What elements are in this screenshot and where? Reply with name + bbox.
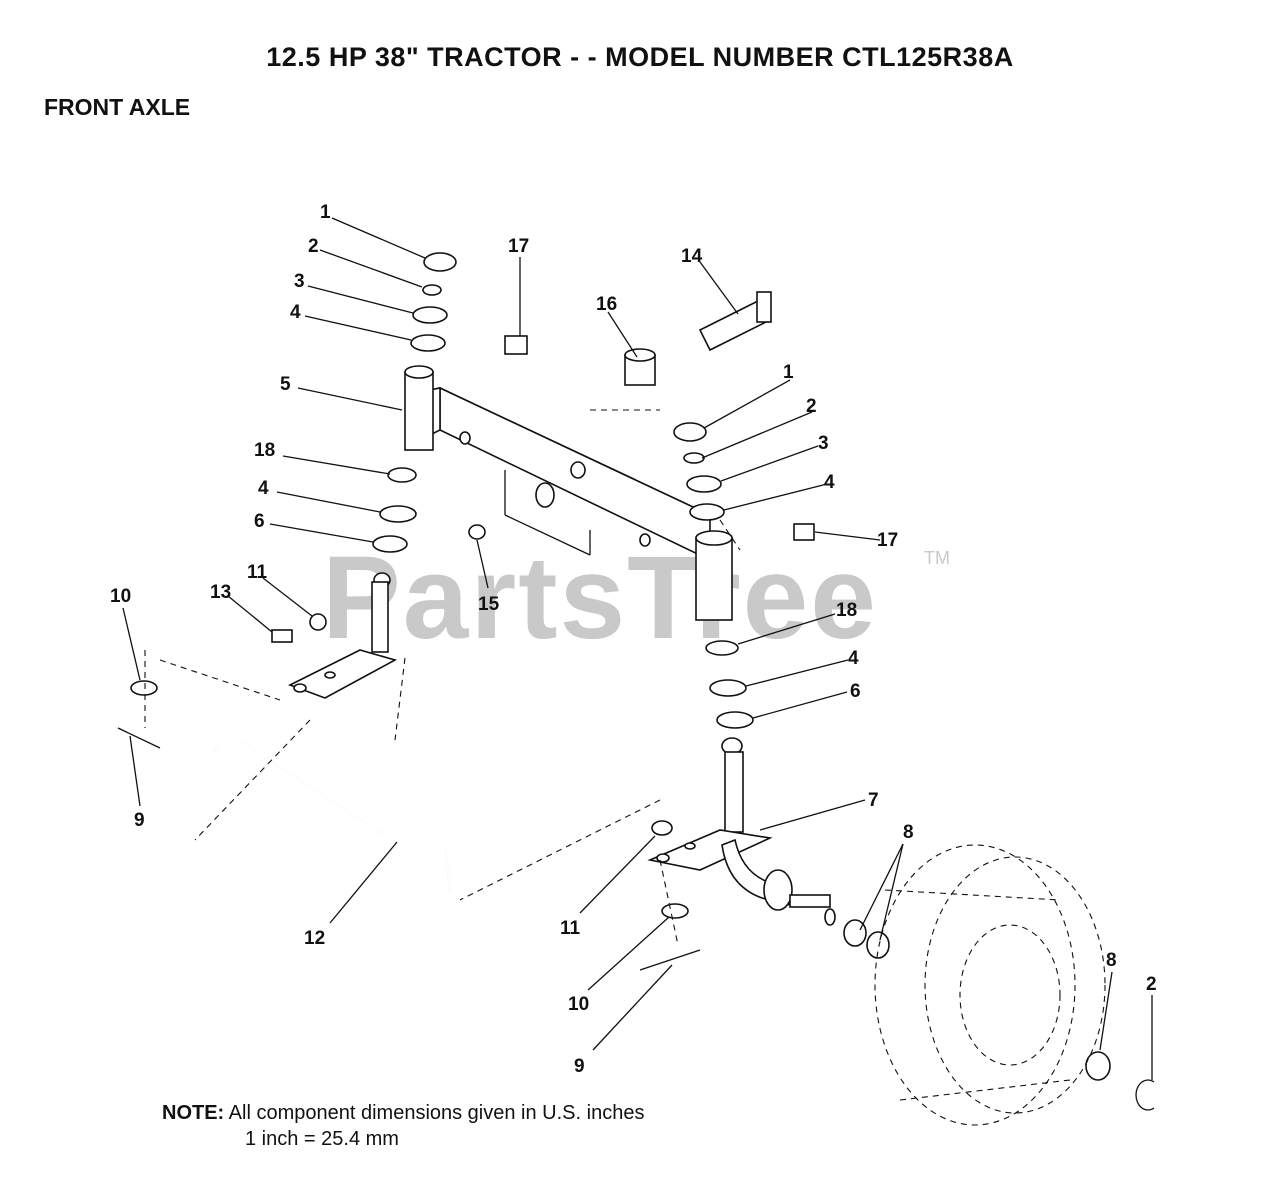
note-line2: 1 inch = 25.4 mm [245, 1128, 399, 1150]
callout-4c: 4 [824, 472, 835, 493]
right-spindle [647, 751, 836, 926]
diagram-title: 12.5 HP 38" TRACTOR - - MODEL NUMBER CTL… [266, 42, 1014, 72]
section-title: FRONT AXLE [44, 94, 191, 120]
callout-4d: 4 [848, 648, 859, 669]
callout-10b: 10 [568, 994, 589, 1015]
axle-beam [417, 386, 713, 562]
callout-13: 13 [210, 582, 231, 603]
callout-11: 11 [247, 562, 268, 583]
reference-lines [144, 409, 741, 946]
callout-17: 17 [508, 236, 529, 257]
tire [874, 844, 1106, 1126]
callout-8: 8 [903, 822, 914, 843]
small-hardware [117, 291, 1155, 1111]
note: NOTE: All component dimensions given in … [162, 1100, 644, 1152]
callout-labels: 1 2 3 4 5 18 4 6 17 14 16 1 2 3 4 17 15 … [110, 202, 1157, 1077]
left-hardware-stack [372, 252, 457, 588]
callout-9b: 9 [574, 1056, 585, 1077]
callout-7: 7 [868, 790, 879, 811]
callout-2: 2 [308, 236, 319, 257]
callout-18: 18 [254, 440, 275, 461]
left-spindle [271, 581, 398, 699]
callout-2b: 2 [806, 396, 817, 417]
callout-4b: 4 [258, 478, 269, 499]
pivot-tube-left [404, 365, 434, 451]
callout-16: 16 [596, 294, 617, 315]
leader-lines [122, 217, 1153, 1080]
callout-1b: 1 [783, 362, 794, 383]
drag-link [214, 733, 451, 891]
pivot-tube-right [695, 530, 733, 621]
watermark: PartsTree [322, 532, 878, 664]
callout-10: 10 [110, 586, 131, 607]
callout-15: 15 [478, 594, 500, 615]
watermark-tm: TM [924, 548, 950, 568]
callout-9: 9 [134, 810, 145, 831]
callout-3b: 3 [818, 433, 829, 454]
callout-4: 4 [290, 302, 301, 323]
callout-18b: 18 [836, 600, 857, 621]
callout-6: 6 [254, 511, 265, 532]
callout-14: 14 [681, 246, 703, 267]
note-line1: All component dimensions given in U.S. i… [228, 1102, 645, 1124]
callout-12: 12 [304, 928, 325, 949]
callout-6b: 6 [850, 681, 861, 702]
callout-2c: 2 [1146, 974, 1157, 995]
callout-11b: 11 [560, 918, 581, 939]
callout-5: 5 [280, 374, 291, 395]
callout-17b: 17 [877, 530, 898, 551]
callout-8b: 8 [1106, 950, 1117, 971]
callout-3: 3 [294, 271, 305, 292]
callout-1: 1 [320, 202, 331, 223]
note-label: NOTE: [162, 1102, 225, 1124]
